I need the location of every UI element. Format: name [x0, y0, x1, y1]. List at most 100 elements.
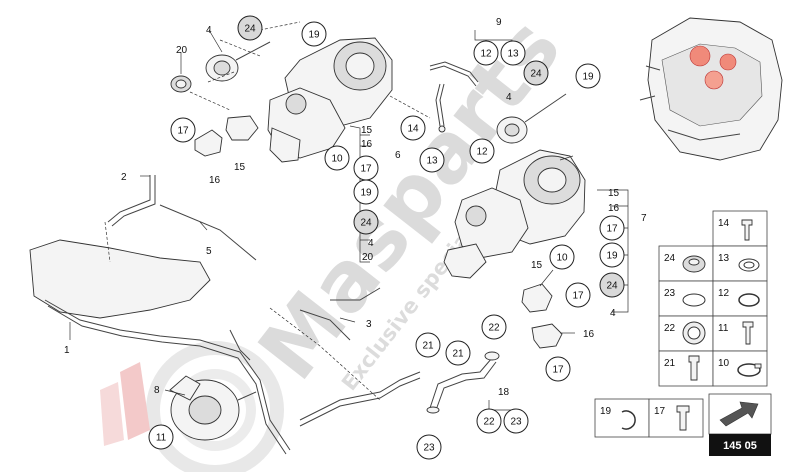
svg-text:12: 12: [476, 147, 488, 158]
screw-icon: [742, 321, 754, 345]
turbocharger-left: [267, 37, 393, 163]
legend-cell-13[interactable]: [712, 245, 768, 282]
label-16[interactable]: 16: [209, 175, 221, 186]
callout-12[interactable]: 12: [473, 40, 499, 66]
label-20[interactable]: 20: [176, 45, 188, 56]
callout-22[interactable]: 22: [476, 408, 502, 434]
callout-17[interactable]: 17: [170, 117, 196, 143]
svg-text:11: 11: [156, 433, 167, 444]
engine-thumbnail: [639, 17, 783, 161]
legend-cell-11[interactable]: [712, 315, 768, 352]
callout-24[interactable]: 24: [523, 60, 549, 86]
hex-bolt-icon: [676, 405, 690, 431]
label-16[interactable]: 16: [361, 139, 373, 150]
svg-text:10: 10: [718, 358, 730, 369]
label-15[interactable]: 15: [361, 125, 373, 136]
vacuum-pump: [169, 375, 257, 441]
label-15[interactable]: 15: [234, 162, 246, 173]
label-7[interactable]: 7: [641, 213, 647, 224]
label-2[interactable]: 2: [121, 172, 127, 183]
parts-legend: 14 24 13 23 12 22 11 21 10 19: [594, 210, 772, 456]
callout-17[interactable]: 17: [599, 215, 625, 241]
callout-12[interactable]: 12: [469, 138, 495, 164]
svg-text:13: 13: [718, 253, 730, 264]
label-9[interactable]: 9: [496, 17, 502, 28]
callout-11[interactable]: 11: [148, 424, 174, 450]
svg-text:11: 11: [718, 323, 729, 334]
svg-text:23: 23: [510, 417, 522, 428]
legend-cell-21[interactable]: [658, 350, 714, 387]
nut-icon: [682, 255, 706, 273]
label-3[interactable]: 3: [366, 319, 372, 330]
svg-text:13: 13: [507, 49, 519, 60]
circlip-icon: [621, 410, 636, 430]
callout-10[interactable]: 10: [549, 244, 575, 270]
legend-cell-23[interactable]: [658, 280, 714, 317]
callout-22[interactable]: 22: [481, 314, 507, 340]
callout-19[interactable]: 19: [301, 21, 327, 47]
label-16[interactable]: 16: [608, 203, 620, 214]
svg-text:17: 17: [552, 365, 564, 376]
callout-19[interactable]: 19: [599, 242, 625, 268]
label-15[interactable]: 15: [531, 260, 543, 271]
diagram-ref: 145 05: [723, 440, 757, 452]
svg-text:21: 21: [664, 358, 676, 369]
callout-24[interactable]: 24: [353, 209, 379, 235]
callout-10[interactable]: 10: [324, 145, 350, 171]
svg-text:22: 22: [664, 323, 676, 334]
label-4[interactable]: 4: [368, 238, 374, 249]
label-5[interactable]: 5: [206, 246, 212, 257]
svg-text:19: 19: [582, 72, 594, 83]
svg-text:12: 12: [718, 288, 730, 299]
label-4[interactable]: 4: [206, 25, 212, 36]
callout-21[interactable]: 21: [415, 332, 441, 358]
svg-text:17: 17: [177, 126, 189, 137]
svg-text:14: 14: [407, 124, 419, 135]
label-20[interactable]: 20: [362, 252, 374, 263]
svg-text:24: 24: [360, 218, 372, 229]
label-18[interactable]: 18: [498, 387, 510, 398]
callout-23[interactable]: 23: [503, 408, 529, 434]
svg-text:22: 22: [483, 417, 495, 428]
legend-cell-10[interactable]: [712, 350, 768, 387]
coolant-lines: [29, 175, 421, 455]
oil-feed-pipe: [429, 61, 479, 133]
label-16[interactable]: 16: [583, 329, 595, 340]
svg-text:24: 24: [244, 24, 256, 35]
callout-17[interactable]: 17: [565, 282, 591, 308]
arrow-icon: [719, 401, 759, 427]
callout-14[interactable]: 14: [400, 115, 426, 141]
svg-text:10: 10: [331, 154, 343, 165]
label-15[interactable]: 15: [608, 188, 620, 199]
callout-13[interactable]: 13: [500, 40, 526, 66]
legend-cell-19[interactable]: [594, 398, 650, 438]
callout-23[interactable]: 23: [416, 434, 442, 460]
svg-text:23: 23: [664, 288, 676, 299]
callout-24[interactable]: 24: [599, 272, 625, 298]
callout-21[interactable]: 21: [445, 340, 471, 366]
label-4[interactable]: 4: [506, 92, 512, 103]
legend-cell-17[interactable]: [648, 398, 704, 438]
svg-text:12: 12: [480, 49, 492, 60]
plain-labels: 4 20 9 4 15 16 6 4 20 16 15 2 5 1 3 8 15…: [64, 17, 647, 398]
wastegate-actuator-left: [170, 41, 271, 93]
seal-ring-icon: [682, 293, 706, 307]
callout-19[interactable]: 19: [353, 179, 379, 205]
svg-text:22: 22: [488, 323, 500, 334]
callout-17[interactable]: 17: [545, 356, 571, 382]
oil-return-pipe: [426, 351, 500, 414]
callout-19[interactable]: 19: [575, 63, 601, 89]
callout-17[interactable]: 17: [353, 155, 379, 181]
label-4[interactable]: 4: [610, 308, 616, 319]
label-1[interactable]: 1: [64, 345, 70, 356]
hose-clamp-icon: [737, 363, 762, 377]
svg-text:19: 19: [606, 251, 618, 262]
callout-24[interactable]: 24: [237, 15, 263, 41]
washer-icon: [738, 258, 760, 272]
callout-13[interactable]: 13: [419, 147, 445, 173]
wastegate-actuator-right: [496, 93, 567, 144]
label-8[interactable]: 8: [154, 385, 160, 396]
svg-text:21: 21: [452, 349, 464, 360]
label-6[interactable]: 6: [395, 150, 401, 161]
